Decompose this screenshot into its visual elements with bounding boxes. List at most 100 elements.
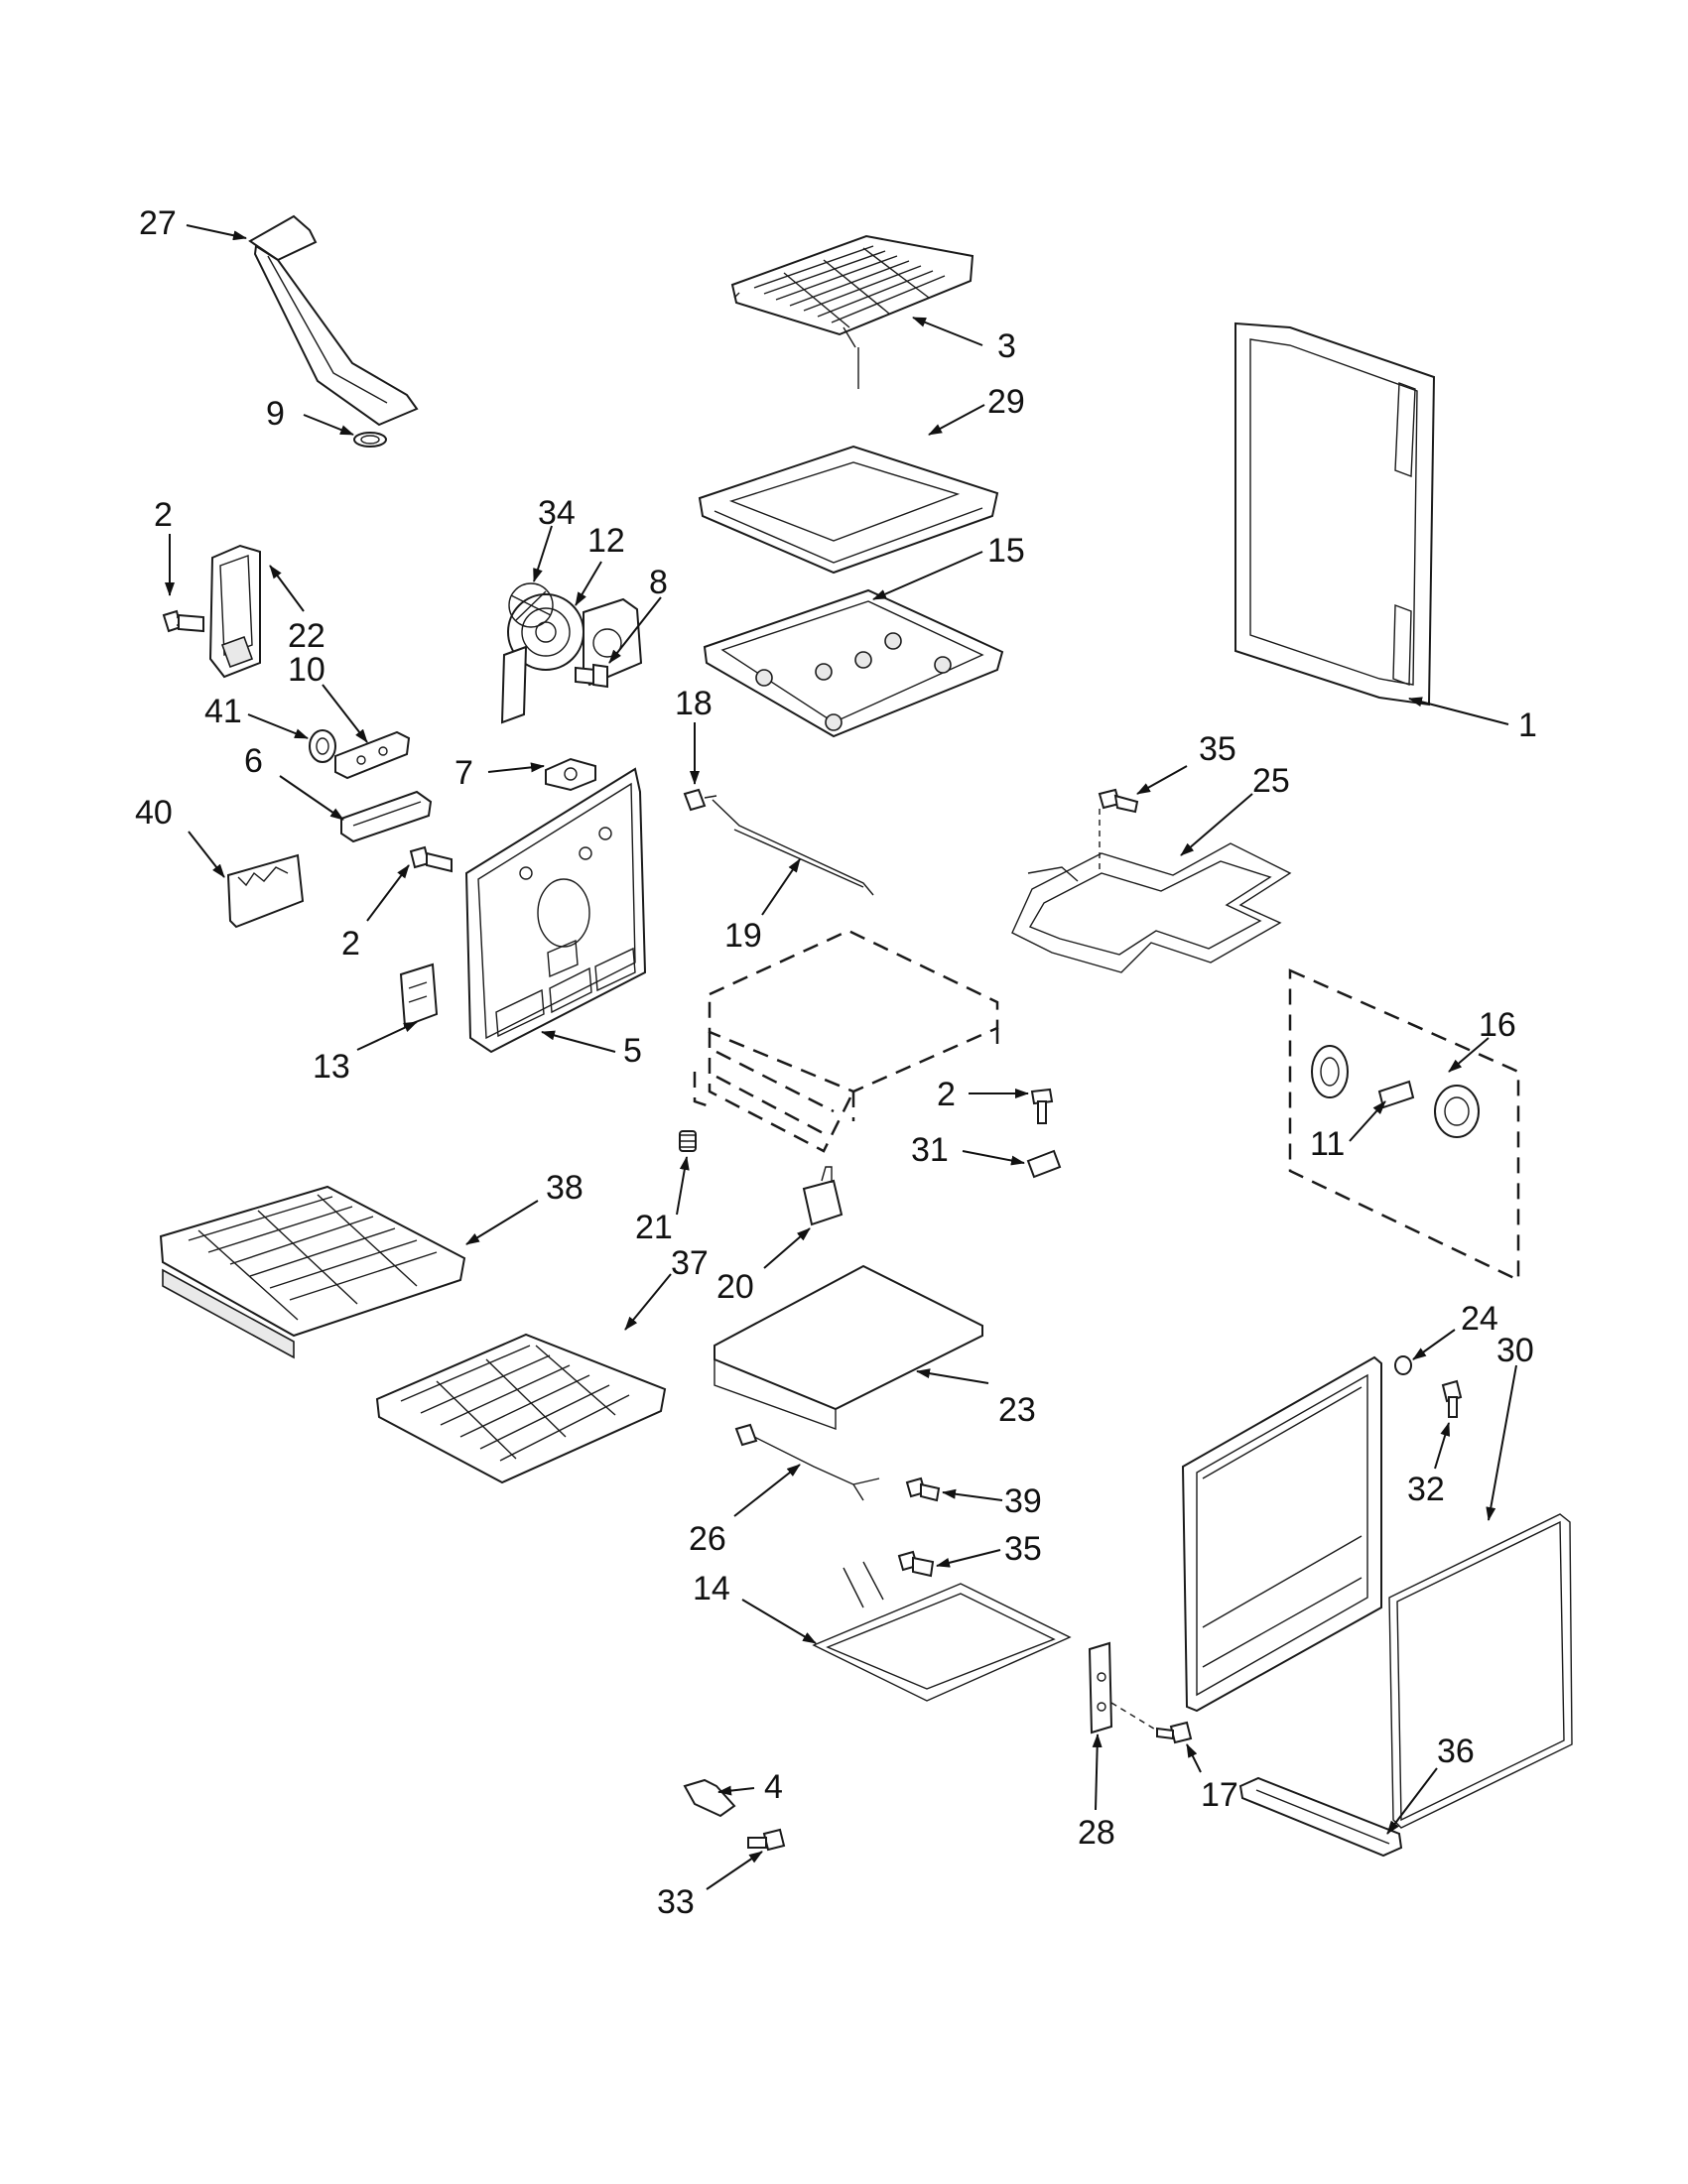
svg-text:3: 3 [997, 327, 1016, 365]
part-25-broil-element [1011, 842, 1292, 973]
part-2-screw-a [162, 609, 204, 633]
svg-text:4: 4 [764, 1768, 783, 1806]
part-12-convection-fan [500, 593, 643, 724]
part-9-grommet [353, 432, 387, 448]
part-24-bumper [1394, 1355, 1412, 1375]
svg-text:40: 40 [135, 794, 173, 832]
svg-text:26: 26 [689, 1520, 726, 1558]
part-6-bracket [340, 790, 433, 843]
callout-21: 21 [635, 1156, 690, 1246]
svg-text:33: 33 [657, 1883, 695, 1921]
svg-text:2: 2 [937, 1076, 956, 1113]
svg-text:21: 21 [635, 1209, 673, 1246]
callout-9: 9 [266, 395, 354, 436]
svg-text:35: 35 [1199, 730, 1236, 768]
part-26-wire [734, 1423, 880, 1501]
svg-text:10: 10 [288, 651, 325, 689]
part-30-door-gasket [1388, 1513, 1573, 1829]
part-35-screw-b [897, 1550, 935, 1578]
svg-text:6: 6 [244, 742, 263, 780]
part-28-hinge [1088, 1641, 1113, 1734]
callout-39: 39 [942, 1482, 1042, 1520]
callout-32: 32 [1407, 1422, 1450, 1508]
callout-6: 6 [244, 742, 344, 821]
part-40-bracket [226, 853, 305, 929]
svg-text:16: 16 [1479, 1006, 1516, 1044]
svg-text:34: 34 [538, 494, 576, 532]
part-22-bracket [208, 544, 261, 679]
part-15-drip-pan [703, 588, 1004, 738]
callout-4: 4 [717, 1768, 783, 1806]
svg-text:11: 11 [1310, 1125, 1345, 1163]
svg-text:17: 17 [1201, 1776, 1238, 1814]
callout-34: 34 [533, 494, 576, 582]
callout-13: 13 [313, 1021, 418, 1086]
callout-37: 37 [624, 1244, 709, 1331]
part-20-door-switch [802, 1166, 844, 1226]
svg-text:41: 41 [204, 693, 242, 730]
callout-31: 31 [911, 1131, 1025, 1169]
part-21-leveling-leg [679, 1130, 697, 1152]
svg-text:32: 32 [1407, 1471, 1445, 1508]
svg-text:22: 22 [288, 617, 325, 655]
svg-text:31: 31 [911, 1131, 949, 1169]
part-2-screw-c [1030, 1088, 1054, 1124]
part-29-broil-pan [698, 445, 999, 575]
callout-29: 29 [928, 383, 1025, 436]
svg-text:5: 5 [623, 1032, 642, 1070]
part-4-bracket [683, 1778, 736, 1818]
callout-5: 5 [541, 1030, 642, 1070]
svg-text:20: 20 [716, 1268, 754, 1306]
part-oven-cavity-outline [693, 929, 999, 1153]
svg-text:29: 29 [987, 383, 1025, 421]
svg-text:9: 9 [266, 395, 285, 433]
part-8-screw [575, 663, 608, 689]
callout-40: 40 [135, 794, 225, 878]
callout-26: 26 [689, 1464, 801, 1558]
svg-text:23: 23 [998, 1391, 1036, 1429]
callout-2-b: 2 [341, 864, 410, 963]
callout-41: 41 [204, 693, 309, 739]
callout-27: 27 [139, 204, 247, 242]
part-13-bracket [399, 963, 439, 1028]
svg-text:19: 19 [724, 917, 762, 955]
part-27-trim-bracket [248, 214, 419, 427]
part-7-clip [545, 757, 596, 792]
part-35-screw-a [1098, 788, 1139, 814]
callout-17: 17 [1186, 1743, 1238, 1814]
svg-text:2: 2 [341, 925, 360, 963]
part-11-knob [1311, 1045, 1480, 1138]
callout-30: 30 [1486, 1332, 1534, 1521]
callout-3: 3 [912, 317, 1016, 365]
callout-35-b: 35 [936, 1530, 1042, 1568]
callout-12: 12 [575, 522, 625, 606]
callout-15: 15 [872, 532, 1025, 600]
callout-19: 19 [724, 858, 801, 955]
part-33-screw [747, 1828, 786, 1852]
part-10-switch-bracket [334, 730, 411, 780]
callout-14: 14 [693, 1570, 817, 1644]
svg-text:13: 13 [313, 1048, 350, 1086]
callout-23: 23 [916, 1368, 1036, 1429]
part-17-screw [1156, 1721, 1193, 1744]
part-32-screw [1441, 1379, 1463, 1418]
part-14-bake-element [812, 1561, 1072, 1702]
callout-16: 16 [1448, 1006, 1516, 1073]
svg-text:14: 14 [693, 1570, 730, 1607]
part-36-door-vent [1238, 1776, 1403, 1858]
part-3-broil-grid [730, 234, 974, 348]
part-5-rear-panel [464, 767, 647, 1054]
svg-text:38: 38 [546, 1169, 584, 1207]
svg-text:30: 30 [1496, 1332, 1534, 1369]
svg-text:37: 37 [671, 1244, 709, 1282]
svg-text:8: 8 [649, 564, 668, 601]
part-1-door-panel [1234, 321, 1436, 707]
part-41-knob [309, 729, 336, 763]
callout-22: 22 [269, 565, 325, 655]
part-outer-door-frame [1181, 1355, 1382, 1713]
callout-7: 7 [454, 754, 545, 792]
callout-8: 8 [608, 564, 668, 664]
callout-38: 38 [465, 1169, 584, 1245]
svg-text:39: 39 [1004, 1482, 1042, 1520]
